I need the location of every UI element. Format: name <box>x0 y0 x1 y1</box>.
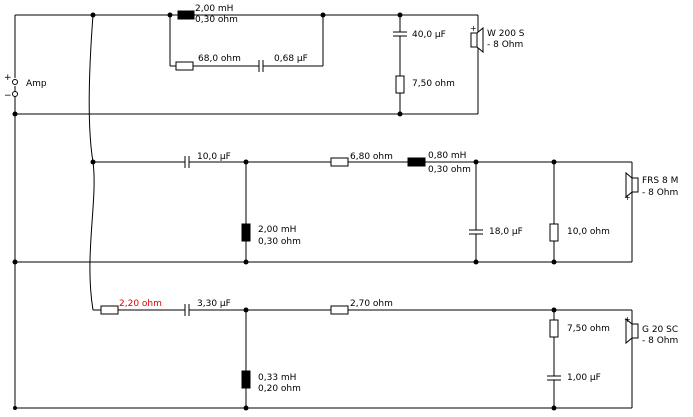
woofer-name: W 200 S <box>487 29 525 39</box>
amp-plus-sign: + <box>4 73 12 83</box>
amp-input: + − Amp <box>4 15 47 408</box>
tweeter-shunt-inductor-value: 0,33 mH <box>258 373 296 383</box>
midrange-impedance: - 8 Ohm <box>642 188 678 198</box>
midrange-inductor-value: 0,80 mH <box>428 151 466 161</box>
tweeter-series-resistor[interactable] <box>330 305 349 315</box>
midrange-section: 10,0 µF 6,80 ohm 0,80 mH 0,30 ohm 2,00 m… <box>15 151 678 265</box>
midrange-inductor-dcr: 0,30 ohm <box>428 165 471 175</box>
tweeter-input-resistor-label: 2,20 ohm <box>119 299 162 309</box>
amp-plus-terminal[interactable] <box>12 79 18 85</box>
svg-text:+: + <box>624 315 631 324</box>
tweeter-shunt-capacitor-label: 1,00 µF <box>567 373 601 383</box>
midrange-shunt-resistor-label: 10,0 ohm <box>567 227 610 237</box>
midrange-series-capacitor-label: 10,0 µF <box>197 152 231 162</box>
woofer-inductor-value: 2,00 mH <box>195 4 233 14</box>
woofer-inductor-dcr: 0,30 ohm <box>195 15 238 25</box>
woofer-zobel-resistor[interactable] <box>175 61 194 71</box>
woofer-section: 2,00 mH 0,30 ohm 68,0 ohm 0,68 µF 40,0 µ… <box>15 4 525 117</box>
amp-label: Amp <box>26 79 47 89</box>
woofer-zobel-capacitor-label: 0,68 µF <box>274 54 308 64</box>
woofer-zobel-resistor-label: 68,0 ohm <box>198 54 241 64</box>
woofer-shunt-resistor-label: 7,50 ohm <box>412 79 455 89</box>
tweeter-shunt-inductor-dcr: 0,20 ohm <box>258 384 301 394</box>
woofer-series-inductor[interactable] <box>177 10 195 20</box>
tweeter-impedance: - 8 Ohm <box>642 336 678 346</box>
tweeter-section: 2,20 ohm 3,30 µF 2,70 ohm 0,33 mH 0,20 o… <box>15 299 678 411</box>
midrange-shunt-capacitor-label: 18,0 µF <box>489 227 523 237</box>
tweeter-series-capacitor-label: 3,30 µF <box>197 299 231 309</box>
woofer-speaker-icon: + <box>470 24 484 54</box>
tweeter-name: G 20 SC <box>642 325 678 335</box>
midrange-series-resistor-label: 6,80 ohm <box>350 152 393 162</box>
svg-text:+: + <box>624 193 631 202</box>
midrange-shunt-resistor[interactable] <box>549 223 559 242</box>
amp-minus-terminal[interactable] <box>12 91 18 97</box>
woofer-shunt-capacitor-label: 40,0 µF <box>412 30 446 40</box>
tweeter-shunt-inductor[interactable] <box>241 370 251 389</box>
tweeter-shunt-resistor[interactable] <box>549 319 559 338</box>
tweeter-shunt-resistor-label: 7,50 ohm <box>567 324 610 334</box>
midrange-series-inductor[interactable] <box>407 157 426 167</box>
tweeter-speaker-icon: + <box>624 315 639 345</box>
midrange-shunt-inductor-dcr: 0,30 ohm <box>258 237 301 247</box>
midrange-shunt-inductor[interactable] <box>241 223 251 242</box>
tweeter-input-resistor[interactable] <box>100 305 119 315</box>
svg-text:+: + <box>470 24 477 33</box>
amp-minus-sign: − <box>4 91 12 101</box>
midrange-speaker-icon: + <box>624 171 639 202</box>
woofer-shunt-resistor[interactable] <box>395 75 405 94</box>
tweeter-series-resistor-label: 2,70 ohm <box>350 299 393 309</box>
midrange-name: FRS 8 M <box>642 176 678 186</box>
midrange-series-resistor[interactable] <box>330 157 349 167</box>
woofer-impedance: - 8 Ohm <box>487 40 523 50</box>
midrange-shunt-inductor-value: 2,00 mH <box>258 225 296 235</box>
